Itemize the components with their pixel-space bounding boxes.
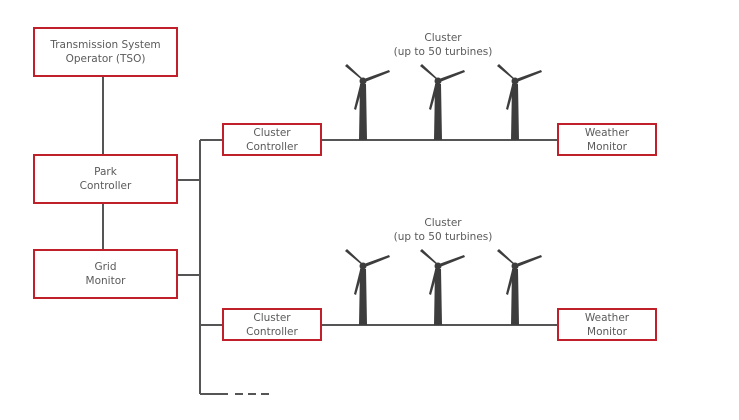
tso-box: Transmission System Operator (TSO) [33, 27, 178, 77]
cluster-1-label-line1: Cluster [424, 32, 462, 44]
cluster-1-label: Cluster (up to 50 turbines) [373, 31, 513, 59]
cluster-2-weather-line1: Weather [584, 311, 630, 324]
park-controller-line2: Controller [79, 180, 132, 192]
cluster-2-label-line2: (up to 50 turbines) [393, 231, 493, 243]
grid-monitor-line2: Monitor [85, 275, 126, 287]
cluster-1-controller-box: Cluster Controller [222, 123, 322, 156]
park-controller-line1: Park [94, 166, 117, 178]
wind-turbine-icon [497, 249, 542, 325]
cluster-2-label: Cluster (up to 50 turbines) [373, 216, 513, 244]
cluster-1-label-line2: (up to 50 turbines) [393, 46, 493, 58]
cluster-2-controller-line2: Controller [246, 325, 298, 338]
tso-line2: Operator (TSO) [65, 53, 146, 65]
grid-monitor-line1: Grid [94, 261, 117, 273]
cluster-2-controller-box: Cluster Controller [222, 308, 322, 341]
cluster-2-controller-line1: Cluster [253, 311, 291, 324]
wind-turbine-icon [420, 249, 465, 325]
wind-turbine-icon [420, 64, 465, 140]
cluster-1-weather-line1: Weather [584, 126, 630, 139]
grid-monitor-box: Grid Monitor [33, 249, 178, 299]
cluster-1-weather-line2: Monitor [587, 140, 627, 153]
cluster-2-weather-line2: Monitor [587, 325, 627, 338]
wind-turbine-icon [497, 64, 542, 140]
cluster-2-label-line1: Cluster [424, 217, 462, 229]
park-controller-box: Park Controller [33, 154, 178, 204]
cluster-2-weather-monitor-box: Weather Monitor [557, 308, 657, 341]
tso-line1: Transmission System [50, 39, 161, 51]
wind-turbine-icon [345, 249, 390, 325]
cluster-1-controller-line2: Controller [246, 140, 298, 153]
cluster-1-weather-monitor-box: Weather Monitor [557, 123, 657, 156]
cluster-1-controller-line1: Cluster [253, 126, 291, 139]
wind-turbine-icon [345, 64, 390, 140]
